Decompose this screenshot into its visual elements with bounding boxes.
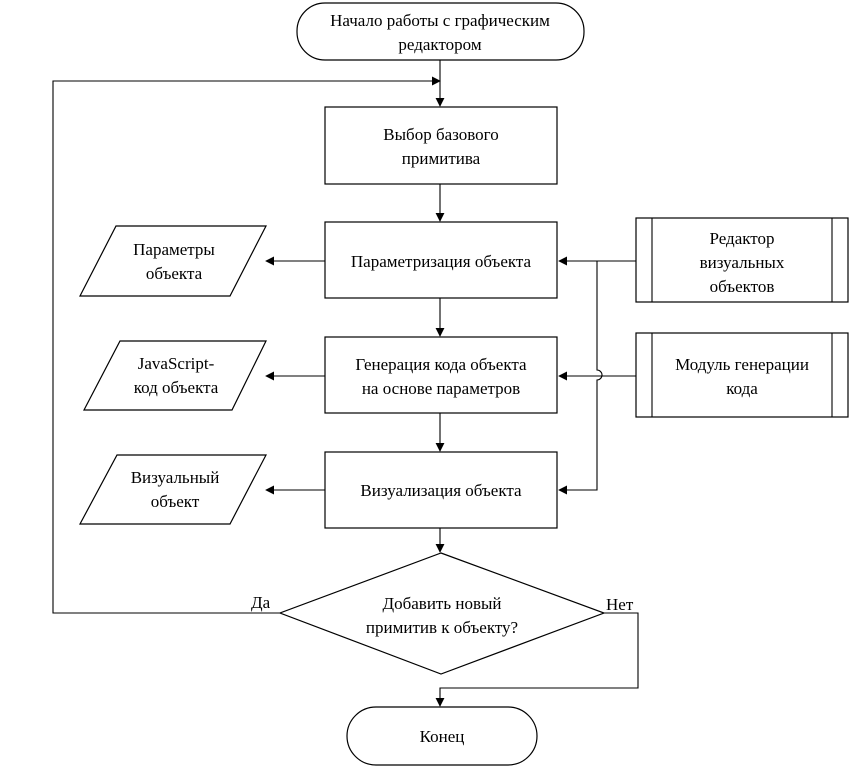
editor-line2: визуальных <box>700 253 785 272</box>
connectors <box>52 60 639 707</box>
params-output-line2: объекта <box>146 264 203 283</box>
select-line2: примитива <box>402 149 481 168</box>
end-line1: Конец <box>420 727 465 746</box>
js-output-line2: код объекта <box>134 378 219 397</box>
visual-output-line1: Визуальный <box>131 468 220 487</box>
data-visual-output: Визуальный объект <box>78 454 267 525</box>
editor-line3: объектов <box>710 277 775 296</box>
start-terminator: Начало работы с графическим редактором <box>296 2 585 61</box>
process-select-primitive: Выбор базового примитива <box>324 106 558 185</box>
codegen-line1: Модуль генерации <box>675 355 809 374</box>
decision-line2: примитив к объекту? <box>366 618 518 637</box>
process-generate-code: Генерация кода объекта на основе парамет… <box>324 336 558 414</box>
parametrize-line1: Параметризация объекта <box>351 252 532 271</box>
end-terminator: Конец <box>346 706 538 766</box>
generate-line1: Генерация кода объекта <box>355 355 527 374</box>
module-editor: Редактор визуальных объектов <box>635 217 849 303</box>
codegen-line2: кода <box>726 379 758 398</box>
edge-decision-yes-loop <box>52 76 441 614</box>
process-visualize: Визуализация объекта <box>324 451 558 529</box>
process-parametrize: Параметризация объекта <box>324 221 558 299</box>
visual-output-line2: объект <box>151 492 200 511</box>
visualize-line1: Визуализация объекта <box>360 481 522 500</box>
params-output-line1: Параметры <box>133 240 215 259</box>
data-js-output: JavaScript- код объекта <box>83 340 267 411</box>
data-params-output: Параметры объекта <box>79 225 267 297</box>
generate-line2: на основе параметров <box>362 379 520 398</box>
decision-add-primitive: Добавить новый примитив к объекту? <box>278 552 606 675</box>
edge-decision-no-to-end <box>435 612 639 707</box>
module-codegen: Модуль генерации кода <box>635 332 849 418</box>
start-line1: Начало работы с графическим <box>330 11 550 30</box>
select-line1: Выбор базового <box>383 125 498 144</box>
no-label: Нет <box>606 595 634 614</box>
yes-label: Да <box>251 593 271 612</box>
start-line2: редактором <box>398 35 481 54</box>
decision-line1: Добавить новый <box>383 594 502 613</box>
editor-line1: Редактор <box>710 229 775 248</box>
js-output-line1: JavaScript- <box>138 354 215 373</box>
